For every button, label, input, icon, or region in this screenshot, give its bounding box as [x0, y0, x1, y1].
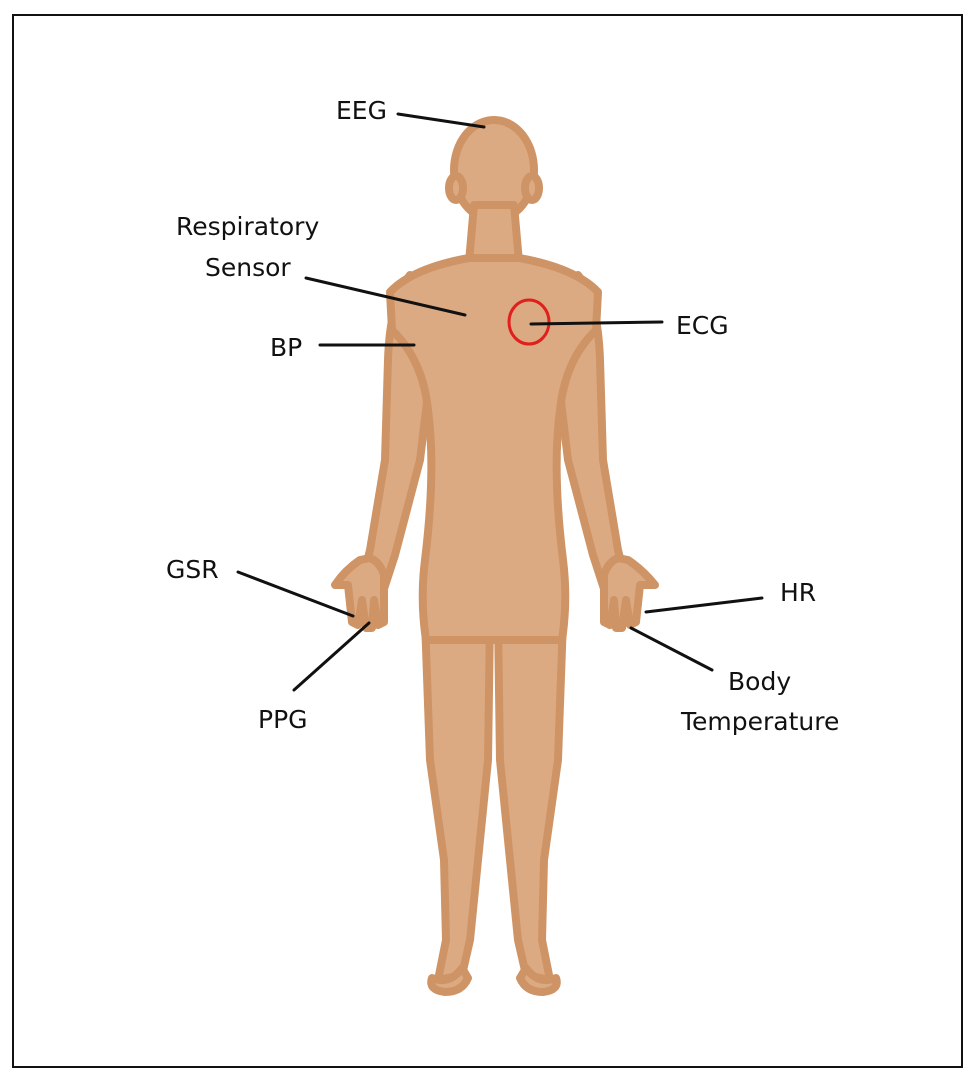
- gsr-label: GSR: [166, 555, 219, 584]
- ecg-marker-circle: [507, 298, 551, 346]
- ecg-label: ECG: [676, 311, 729, 340]
- ecg-leader-line: [529, 320, 664, 326]
- hr-leader-line: [644, 596, 764, 614]
- left-ear: [445, 172, 467, 204]
- left-hand: [331, 554, 388, 632]
- left-leg: [421, 616, 494, 984]
- right-leg: [494, 616, 567, 984]
- left-foot: [427, 964, 472, 996]
- human-body-figure: [331, 116, 659, 996]
- body-temperature-label-line2: Temperature: [680, 707, 839, 736]
- right-foot: [516, 964, 561, 996]
- hr-label: HR: [780, 578, 816, 607]
- body-temp-leader-line: [629, 626, 714, 672]
- ppg-label: PPG: [258, 705, 308, 734]
- respiratory-sensor-label-line2: Sensor: [205, 253, 291, 282]
- right-hand: [600, 554, 659, 632]
- respiratory-sensor-label-line1: Respiratory: [176, 212, 319, 241]
- respiratory-leader-line: [304, 276, 467, 317]
- right-ear: [521, 172, 543, 204]
- gsr-leader-line: [236, 570, 355, 618]
- neck: [465, 201, 523, 266]
- body-temperature-label-line1: Body: [728, 667, 791, 696]
- bp-label: BP: [270, 333, 302, 362]
- ppg-leader-line: [292, 621, 371, 692]
- leader-lines: [236, 112, 764, 692]
- eeg-leader-line: [396, 112, 486, 129]
- eeg-label: EEG: [336, 96, 387, 125]
- torso: [386, 254, 602, 644]
